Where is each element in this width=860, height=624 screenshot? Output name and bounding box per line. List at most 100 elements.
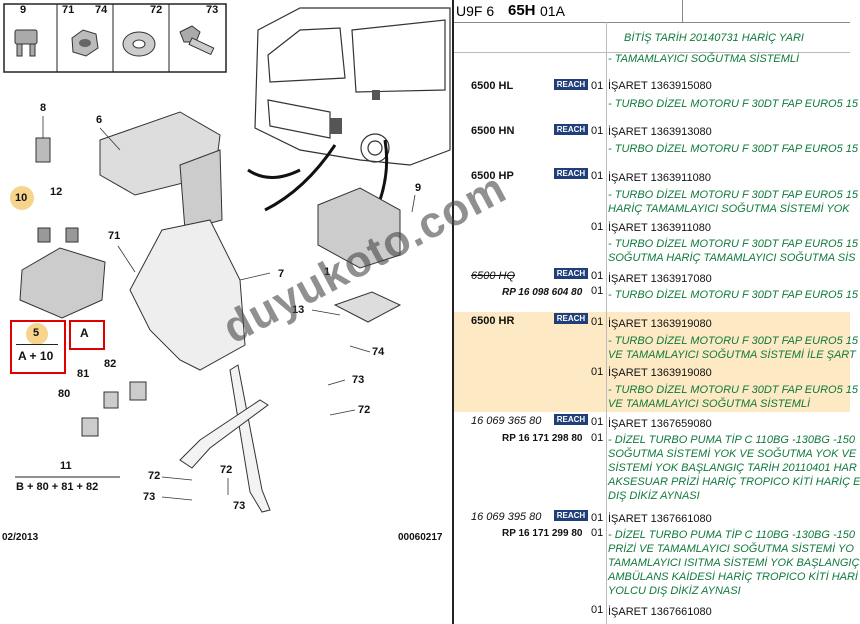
- part-12: [65, 227, 79, 243]
- intro-line: - TAMAMLAYICI SOĞUTMA SİSTEMLİ: [608, 53, 800, 65]
- part-isaret: İŞARET 1367659080: [608, 418, 712, 430]
- washer-icon: [122, 31, 156, 57]
- part-desc: SOĞUTMA HARİÇ TAMAMLAYICI SOĞUTMA SİS: [608, 252, 856, 264]
- part-isaret: İŞARET 1363911080: [608, 222, 711, 234]
- callout: 72: [220, 464, 233, 476]
- top-part-label: 9: [20, 4, 27, 16]
- part-13: [333, 291, 402, 323]
- part-code[interactable]: 16 069 365 80: [471, 415, 542, 427]
- part-desc: TAMAMLAYICI ISITMA SİSTEMİ YOK BAŞLANGIÇ: [608, 557, 860, 569]
- assembly-number: 11: [60, 460, 72, 472]
- part-10: [37, 227, 51, 243]
- van-illustration: [254, 7, 451, 166]
- callout: 9: [415, 182, 422, 194]
- part-6-cover: [99, 111, 223, 231]
- part-code[interactable]: 6500 HQ: [471, 270, 516, 282]
- callout: 1: [324, 266, 331, 278]
- part-code[interactable]: 6500 HL: [471, 80, 514, 92]
- part-7-bracket: [129, 219, 246, 371]
- part-qty: 01: [591, 270, 604, 282]
- header-group: 65H: [508, 2, 536, 19]
- diagram-drawing: [3, 3, 451, 513]
- diagram-reference: 00060217: [398, 532, 443, 543]
- part-qty: 01: [591, 80, 604, 92]
- reach-badge: REACH: [554, 79, 588, 90]
- fuse-icon: [14, 29, 38, 57]
- callout: 10: [15, 192, 28, 204]
- part-qty: 01: [591, 170, 604, 182]
- reach-badge: REACH: [554, 168, 588, 179]
- part-isaret: İŞARET 1367661080: [608, 513, 712, 525]
- part-desc: VE TAMAMLAYICI SOĞUTMA SİSTEMİ İLE ŞART: [608, 349, 856, 361]
- table-header: U9F 6 65H 01A: [454, 0, 850, 23]
- part-desc: VE TAMAMLAYICI SOĞUTMA SİSTEMLİ: [608, 398, 811, 410]
- support-rods: [179, 364, 271, 513]
- part-code[interactable]: 6500 HR: [471, 315, 515, 327]
- part-qty: 01: [591, 285, 604, 297]
- part-qty: 01: [591, 604, 604, 616]
- part-qty: 01: [591, 416, 604, 428]
- top-part-label: 74: [95, 4, 108, 16]
- diagram-date: 02/2013: [2, 532, 39, 543]
- part-desc: - TURBO DİZEL MOTORU F 30DT FAP EURO5 15: [608, 238, 858, 250]
- top-part-label: 72: [150, 4, 163, 16]
- reach-badge: REACH: [554, 510, 588, 521]
- part-desc: - DİZEL TURBO PUMA TİP C 110BG -130BG -1…: [608, 529, 855, 541]
- part-desc: YOLCU DIŞ DİKİZ AYNASI: [608, 585, 741, 597]
- part-isaret: İŞARET 1363911080: [608, 172, 711, 184]
- part-desc: - DİZEL TURBO PUMA TİP C 110BG -130BG -1…: [608, 434, 855, 446]
- part-81: [103, 391, 119, 409]
- callout: 74: [372, 346, 385, 358]
- reach-badge: REACH: [554, 414, 588, 425]
- nut-icon: [71, 29, 99, 57]
- callout: 7: [278, 268, 285, 280]
- part-desc: PRİZİ VE TAMAMLAYICI SOĞUTMA SİSTEMİ YO: [608, 543, 854, 555]
- callout: 72: [358, 404, 371, 416]
- header-model: U9F 6: [456, 3, 495, 19]
- highlight-circle: [26, 323, 48, 345]
- top-part-label: 71: [62, 4, 75, 16]
- part-isaret: İŞARET 1363913080: [608, 126, 712, 138]
- box-bottom-label: A + 10: [18, 349, 54, 363]
- table-title: BİTİŞ TARİH 20140731 HARİÇ YARI: [624, 32, 804, 44]
- part-qty: 01: [591, 527, 604, 539]
- highlight-box-5: [10, 320, 66, 374]
- part-desc: - TURBO DİZEL MOTORU F 30DT FAP EURO5 15: [608, 289, 858, 301]
- reach-badge: REACH: [554, 268, 588, 279]
- highlight-box-a: [69, 320, 105, 350]
- highlighted-row: [454, 312, 850, 412]
- callout: 73: [233, 500, 246, 512]
- part-desc: HARİÇ TAMAMLAYICI SOĞUTMA SİSTEMİ YOK: [608, 203, 850, 215]
- part-sub-code[interactable]: RP 16 171 299 80: [502, 528, 583, 539]
- part-sub-code[interactable]: RP 16 171 298 80: [502, 433, 583, 444]
- part-80: [81, 417, 99, 437]
- reach-badge: REACH: [554, 313, 588, 324]
- top-part-label: 73: [206, 4, 219, 16]
- box-top-label: 5: [33, 327, 40, 339]
- callout: 8: [40, 102, 47, 114]
- part-desc: DIŞ DİKİZ AYNASI: [608, 490, 700, 502]
- part-code[interactable]: 6500 HN: [471, 125, 515, 137]
- part-qty: 01: [591, 432, 604, 444]
- callout: 73: [352, 374, 365, 386]
- part-sub-code[interactable]: RP 16 098 604 80: [502, 287, 583, 298]
- part-desc: AMBÜLANS KAİDESİ HARİÇ TROPICO KİTİ HARİ: [608, 571, 858, 583]
- part-qty: 01: [591, 125, 604, 137]
- part-code[interactable]: 6500 HP: [471, 170, 514, 182]
- callout: 73: [143, 491, 156, 503]
- title-row: BİTİŞ TARİH 20140731 HARİÇ YARI: [454, 22, 850, 53]
- part-desc: - TURBO DİZEL MOTORU F 30DT FAP EURO5 15: [608, 189, 858, 201]
- part-desc: - TURBO DİZEL MOTORU F 30DT FAP EURO5 15: [608, 143, 858, 155]
- part-qty: 01: [591, 512, 604, 524]
- callout: 72: [148, 470, 161, 482]
- callout: 80: [58, 388, 71, 400]
- box-divider: [16, 344, 58, 347]
- part-desc: SOĞUTMA SİSTEMİ YOK VE SOĞUTMA YOK VE: [608, 448, 857, 460]
- part-82: [129, 381, 147, 401]
- part-8: [35, 137, 51, 163]
- callout: 81: [77, 368, 90, 380]
- part-1-ecu: [317, 187, 401, 269]
- part-isaret: İŞARET 1363919080: [608, 318, 712, 330]
- part-code[interactable]: 16 069 395 80: [471, 511, 542, 523]
- callout: 13: [292, 304, 305, 316]
